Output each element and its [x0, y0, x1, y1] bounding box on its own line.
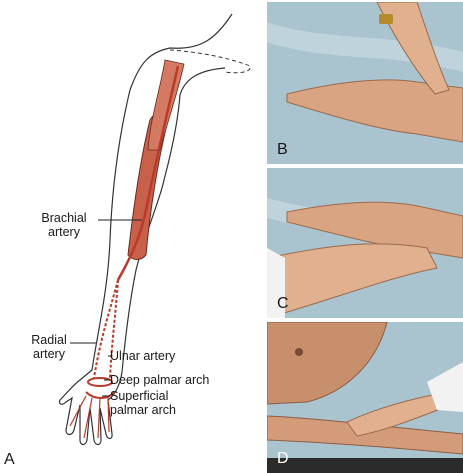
superficial-label-line2: palmar arch	[110, 403, 176, 417]
radial-label-line2: artery	[24, 347, 74, 361]
radial-artery-line	[94, 280, 118, 378]
deep-palmar-arch	[88, 378, 112, 386]
deep-palmar-arch-label: Deep palmar arch	[110, 373, 209, 387]
brachial-artery-label: Brachial artery	[32, 211, 96, 239]
nipple-d	[295, 348, 303, 356]
brachial-label-line1: Brachial	[32, 211, 96, 225]
radial-pulse-photo	[267, 2, 463, 164]
photo-panel-d: D	[267, 322, 463, 473]
brachial-label-line2: artery	[32, 225, 96, 239]
photo-panel-c: C	[267, 168, 463, 318]
watch-b	[379, 14, 393, 24]
panel-b-letter: B	[277, 142, 288, 158]
brachial-pulse-photo	[267, 322, 463, 473]
superficial-palmar-arch-label: Superficial palmar arch	[110, 389, 176, 417]
superficial-label-line1: Superficial	[110, 389, 176, 403]
panel-c-letter: C	[277, 296, 289, 312]
ulnar-pulse-photo	[267, 168, 463, 318]
panel-a-letter: A	[4, 452, 15, 468]
panel-d-letter: D	[277, 451, 289, 467]
photo-panel-b: B	[267, 2, 463, 164]
ulnar-artery-label: Ulnar artery	[110, 349, 175, 363]
radial-label-line1: Radial	[24, 333, 74, 347]
radial-artery-label: Radial artery	[24, 333, 74, 361]
